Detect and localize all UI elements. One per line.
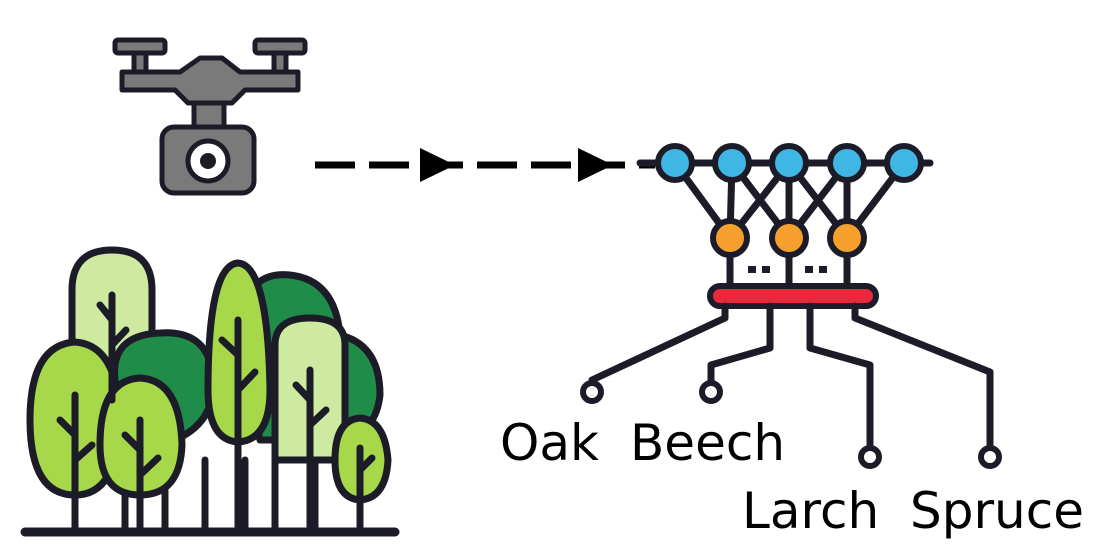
label-spruce: Spruce bbox=[910, 482, 1084, 540]
input-node bbox=[884, 143, 924, 183]
label-larch: Larch bbox=[742, 482, 879, 540]
input-node bbox=[712, 143, 752, 183]
input-layer bbox=[655, 143, 924, 183]
input-node bbox=[655, 143, 695, 183]
output-terminal-larch bbox=[858, 445, 882, 469]
hidden-node bbox=[710, 218, 750, 258]
output-terminal-spruce bbox=[978, 445, 1002, 469]
data-flow-arrow bbox=[315, 148, 655, 182]
label-oak: Oak bbox=[500, 414, 599, 472]
hidden-layer bbox=[710, 218, 867, 258]
label-beech: Beech bbox=[630, 414, 785, 472]
output-terminal-oak bbox=[580, 380, 604, 404]
output-terminal-beech bbox=[699, 380, 723, 404]
neural-network-icon bbox=[580, 143, 1002, 469]
output-bar bbox=[707, 283, 879, 309]
hidden-node bbox=[769, 218, 809, 258]
input-node bbox=[827, 143, 867, 183]
hidden-node bbox=[827, 218, 867, 258]
input-node bbox=[769, 143, 809, 183]
drone-camera-icon bbox=[112, 37, 308, 196]
forest-icon bbox=[20, 246, 400, 537]
